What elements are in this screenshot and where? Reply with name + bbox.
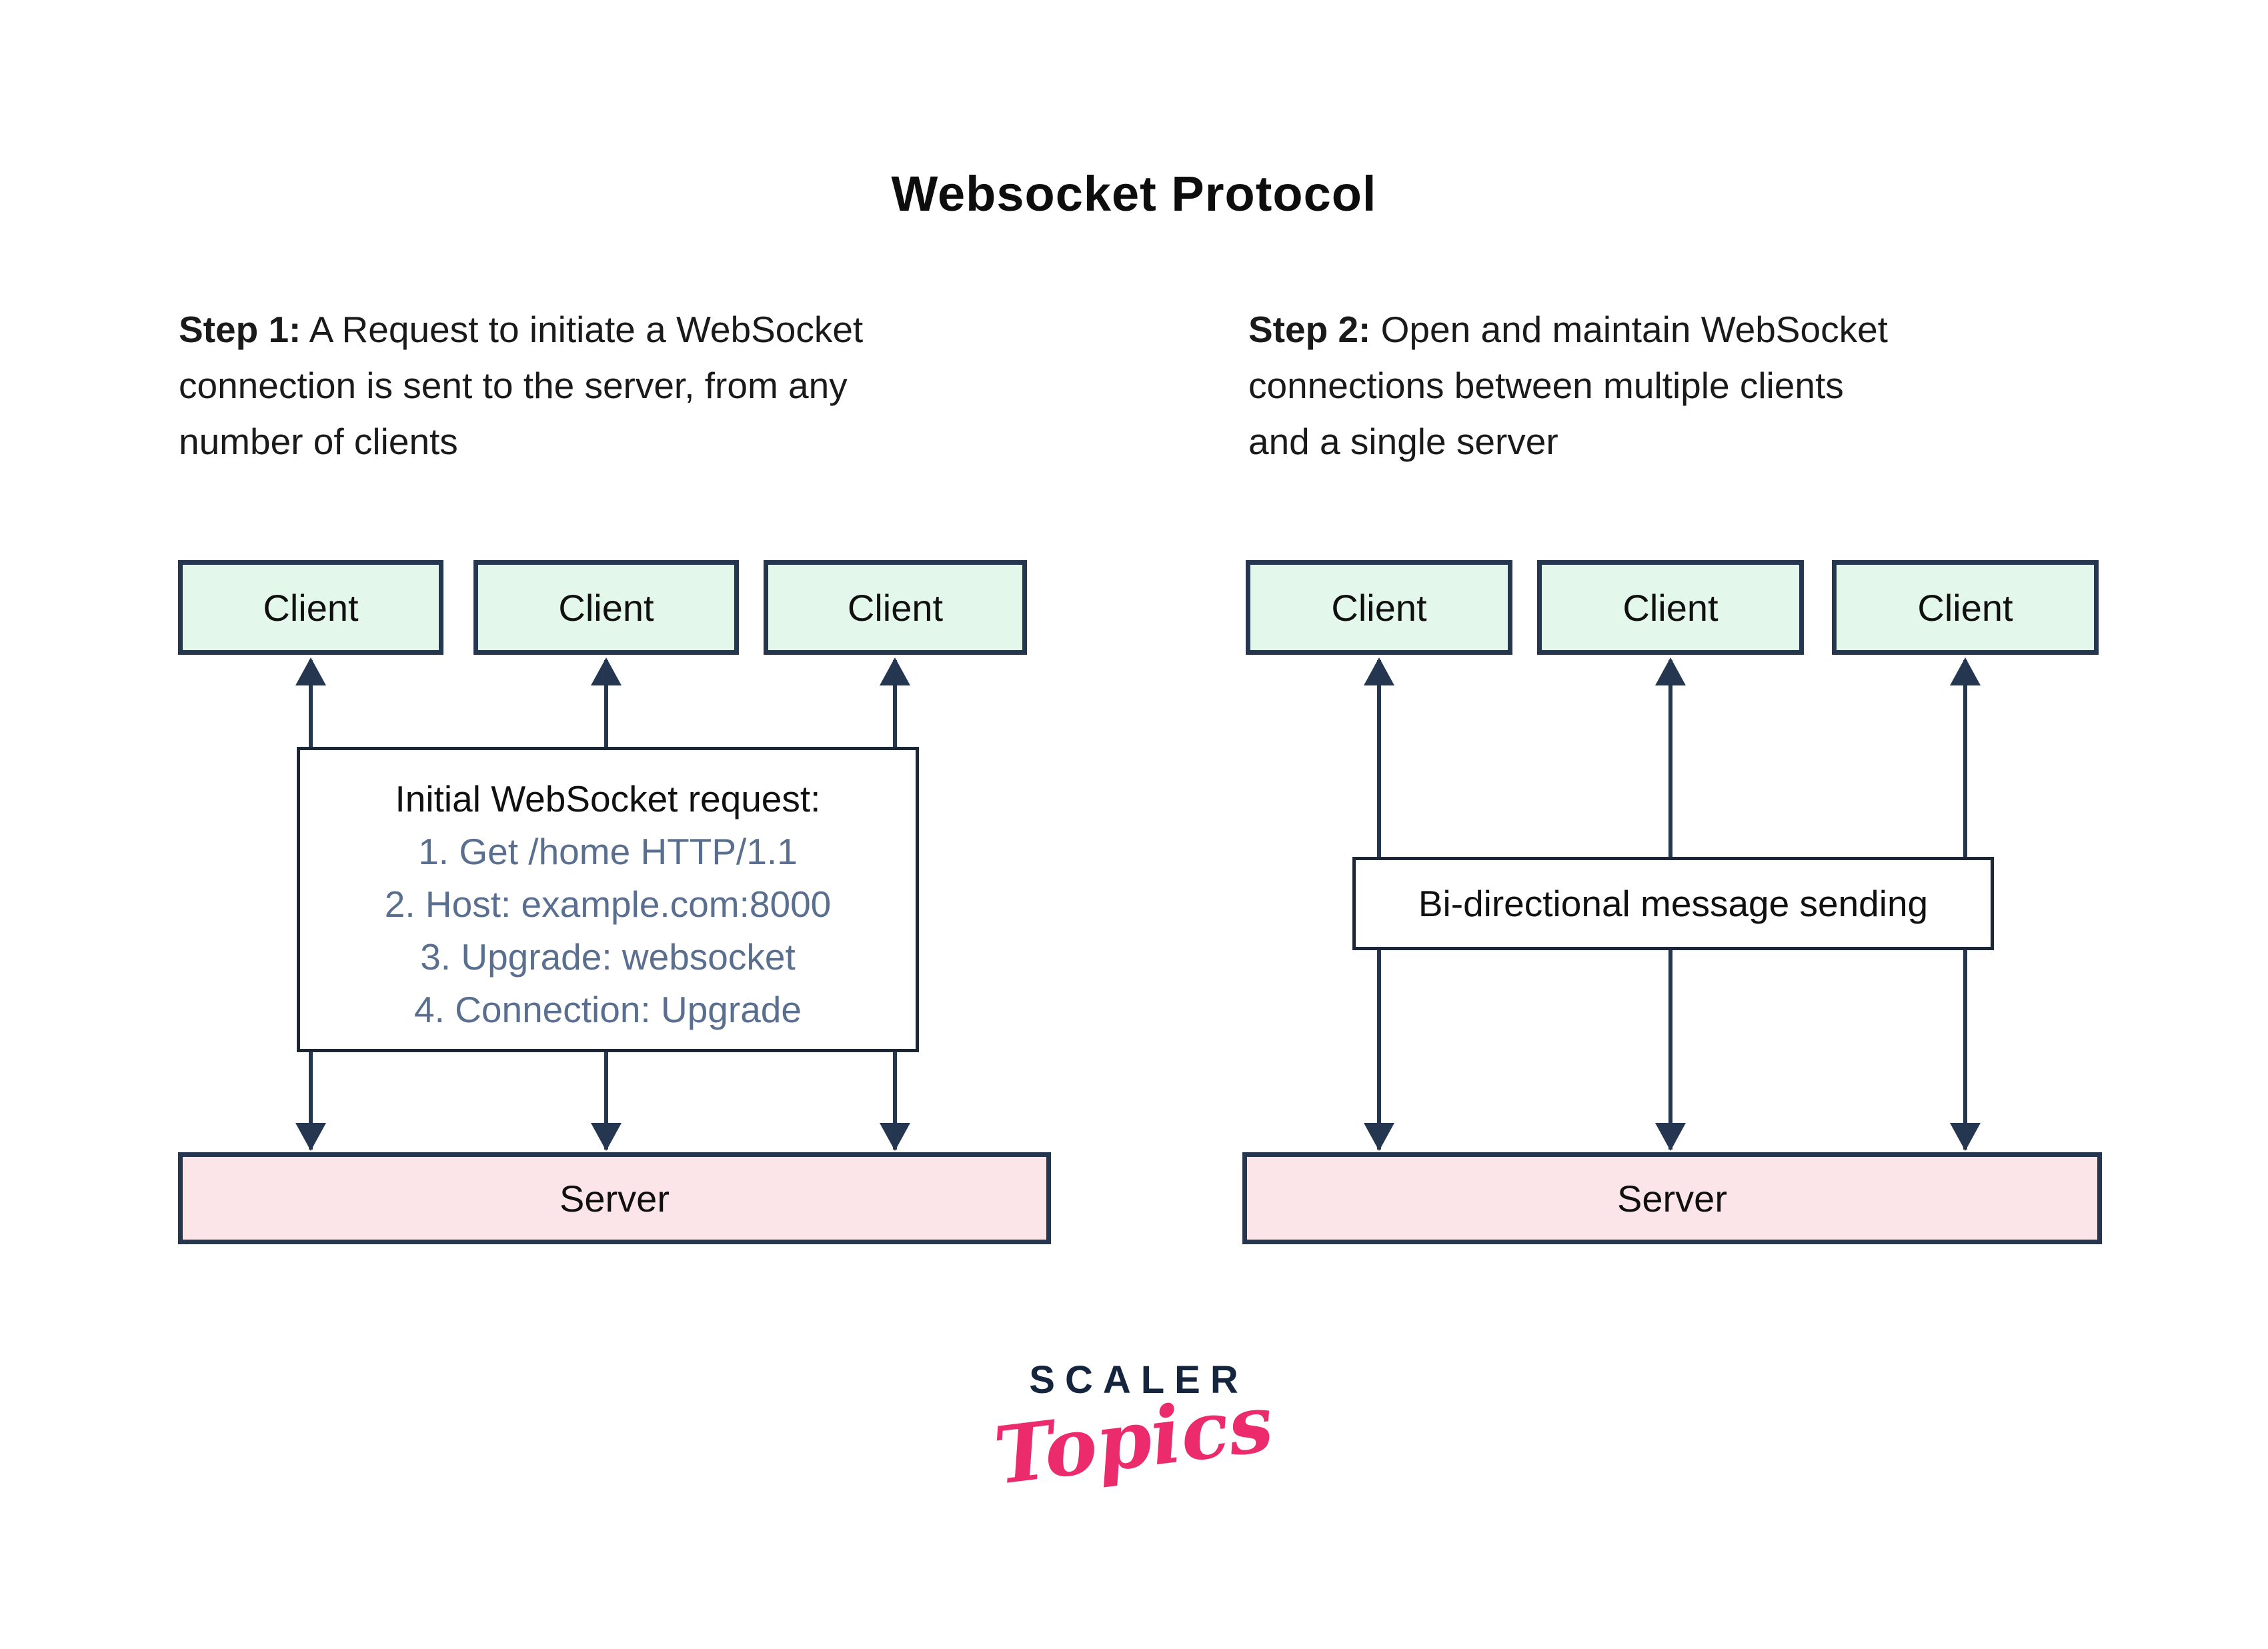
request-item: 4. Connection: Upgrade — [414, 989, 802, 1030]
step1-text: A Request to initiate a WebSocket connec… — [179, 309, 864, 462]
scaler-topics-logo: SCALER Topics — [934, 1358, 1334, 1502]
arrow-down-icon — [1950, 1123, 1981, 1151]
logo-scaler-wordmark: SCALER — [1029, 1358, 1248, 1402]
arrow-up-icon — [295, 657, 326, 685]
bidirectional-message-label: Bi-directional message sending — [1418, 883, 1929, 924]
connection-line — [604, 660, 608, 747]
request-item: 3. Upgrade: websocket — [420, 936, 796, 978]
arrow-down-icon — [1364, 1123, 1394, 1151]
client-box: Client — [1246, 560, 1512, 655]
step1-caption: Step 1: A Request to initiate a WebSocke… — [179, 301, 1019, 469]
server-label: Server — [1617, 1177, 1727, 1220]
step2-label: Step 2: — [1248, 309, 1371, 350]
request-item: 1. Get /home HTTP/1.1 — [418, 831, 798, 872]
arrow-down-icon — [1655, 1123, 1686, 1151]
initial-request-box: Initial WebSocket request: 1. Get /home … — [297, 747, 919, 1052]
client-box: Client — [1537, 560, 1804, 655]
request-box-title: Initial WebSocket request: — [395, 778, 821, 819]
arrow-up-icon — [1950, 657, 1981, 685]
arrow-down-icon — [591, 1123, 622, 1151]
server-label: Server — [559, 1177, 670, 1220]
client-label: Client — [1622, 586, 1719, 629]
client-label: Client — [263, 586, 359, 629]
connection-line — [309, 660, 313, 747]
client-label: Client — [847, 586, 944, 629]
client-label: Client — [558, 586, 654, 629]
page-title: Websocket Protocol — [891, 166, 1377, 221]
server-box: Server — [1242, 1152, 2102, 1244]
connection-line — [309, 1052, 313, 1150]
step2-text: Open and maintain WebSocket connections … — [1248, 309, 1888, 462]
connection-line — [893, 1052, 897, 1150]
client-box: Client — [178, 560, 443, 655]
client-box: Client — [473, 560, 739, 655]
arrow-up-icon — [880, 657, 910, 685]
client-box: Client — [764, 560, 1027, 655]
bidirectional-message-box: Bi-directional message sending — [1352, 857, 1994, 950]
step1-label: Step 1: — [179, 309, 301, 350]
connection-line — [604, 1052, 608, 1150]
arrow-up-icon — [1655, 657, 1686, 685]
request-item: 2. Host: example.com:8000 — [384, 884, 832, 925]
server-box: Server — [178, 1152, 1051, 1244]
connection-line — [893, 660, 897, 747]
arrow-up-icon — [1364, 657, 1394, 685]
client-box: Client — [1832, 560, 2099, 655]
client-label: Client — [1917, 586, 2013, 629]
arrow-down-icon — [295, 1123, 326, 1151]
arrow-up-icon — [591, 657, 622, 685]
arrow-down-icon — [880, 1123, 910, 1151]
client-label: Client — [1331, 586, 1427, 629]
step2-caption: Step 2: Open and maintain WebSocket conn… — [1248, 301, 2075, 469]
